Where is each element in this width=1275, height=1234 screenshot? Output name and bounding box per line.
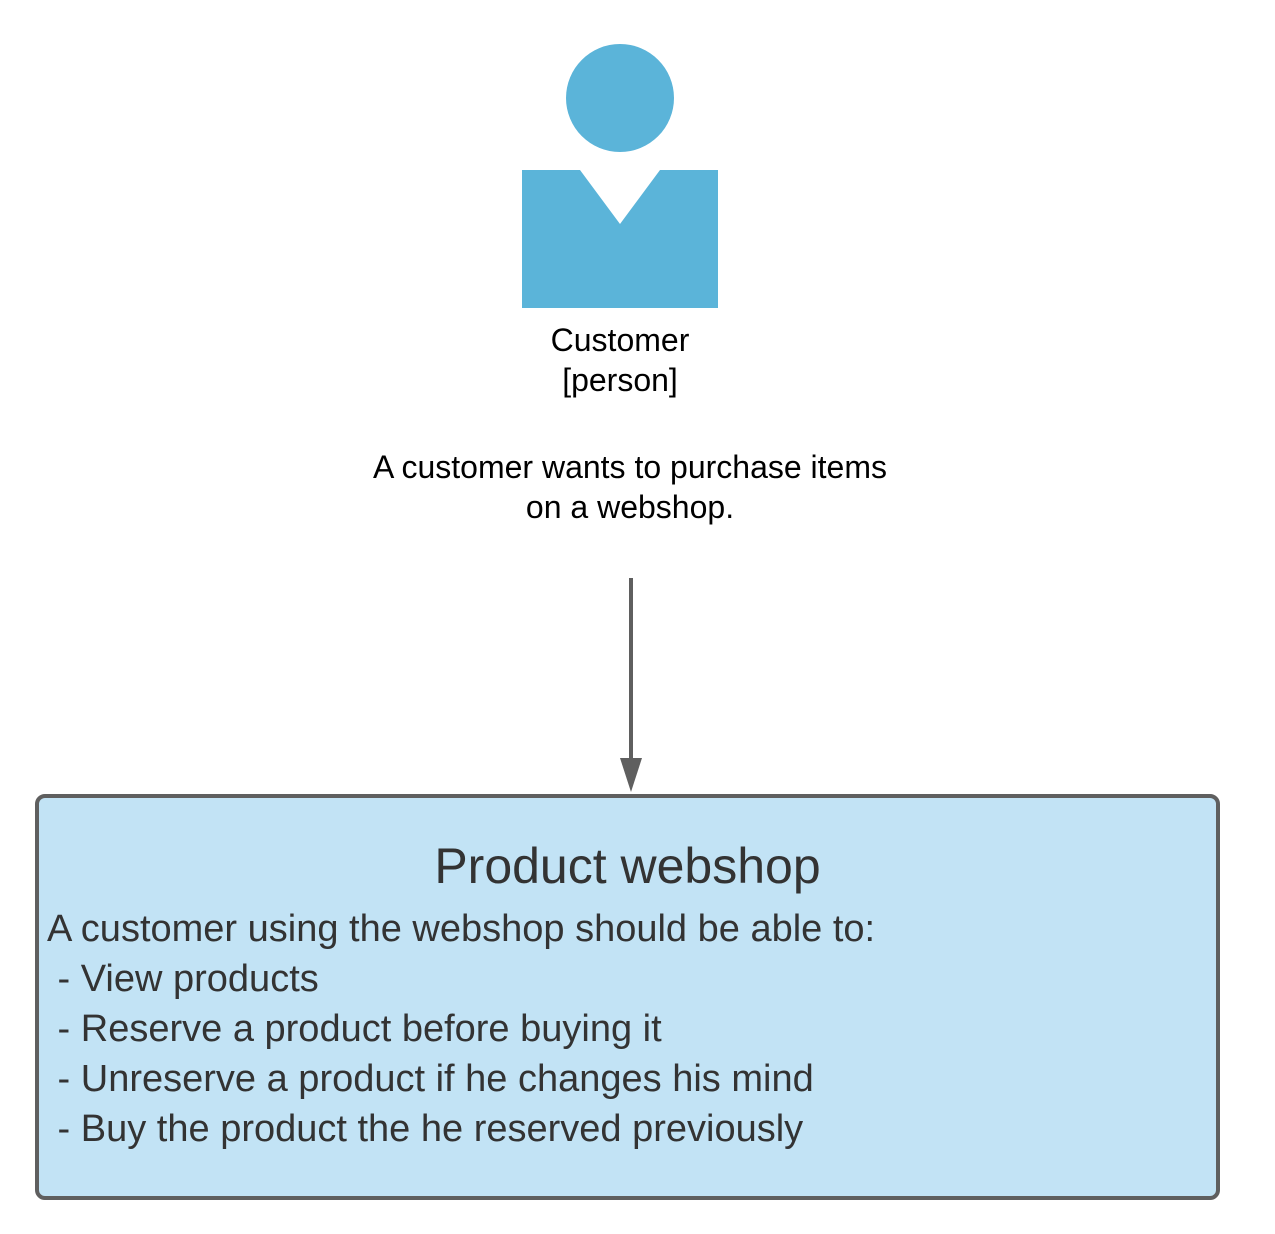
person-type: [person] (562, 362, 678, 398)
capability-list: - View products - Reserve a product befo… (47, 954, 814, 1154)
system-intro: A customer using the webshop should be a… (47, 908, 876, 950)
system-box-product-webshop: Product webshop A customer using the web… (35, 794, 1220, 1200)
person-description-line: A customer wants to purchase items (373, 449, 887, 485)
person-description-line: on a webshop. (525, 489, 735, 525)
list-item: - View products (47, 958, 319, 1000)
person-icon (522, 44, 718, 308)
list-item: - Buy the product the he reserved previo… (47, 1108, 804, 1150)
person-description: A customer wants to purchase items on a … (300, 447, 960, 527)
person-name: Customer (550, 322, 690, 358)
list-item: - Reserve a product before buying it (47, 1008, 662, 1050)
arrow-down-icon (620, 578, 642, 792)
list-item: - Unreserve a product if he changes his … (47, 1058, 814, 1100)
system-title: Product webshop (434, 838, 821, 894)
